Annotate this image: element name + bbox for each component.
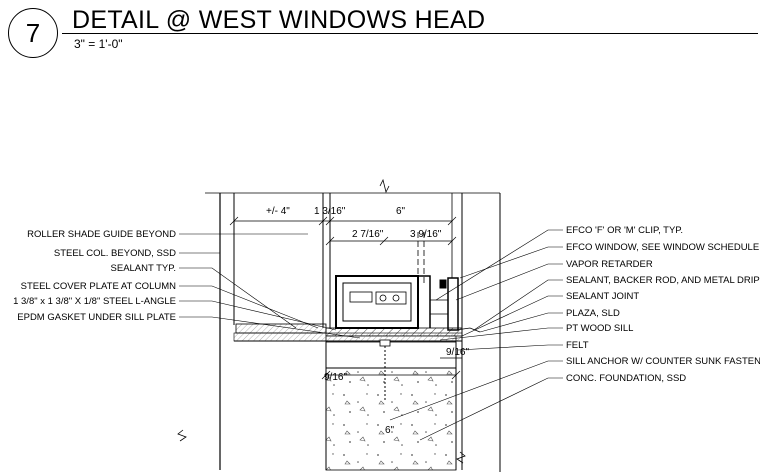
title-rule	[62, 33, 758, 34]
callout-right: VAPOR RETARDER	[566, 259, 653, 270]
callout-right: SEALANT JOINT	[566, 291, 639, 302]
dimension-lines	[229, 216, 462, 380]
left-leaders	[179, 233, 361, 339]
callout-left: 1 3/8" x 1 3/8" X 1/8" STEEL L-ANGLE	[13, 296, 176, 307]
detail-number: 7	[25, 17, 41, 48]
concrete-foundation	[325, 342, 457, 471]
callout-right: FELT	[566, 340, 589, 351]
callout-left: EPDM GASKET UNDER SILL PLATE	[17, 312, 176, 323]
dimension-label: 6"	[385, 425, 395, 436]
callout-left: SEALANT TYP.	[111, 263, 176, 274]
callout-left: STEEL COL. BEYOND, SSD	[54, 248, 176, 259]
dimension-label: 2 7/16"	[352, 229, 384, 240]
callout-left: STEEL COVER PLATE AT COLUMN	[21, 281, 177, 292]
detail-scale: 3" = 1'-0"	[74, 37, 123, 51]
sill-assembly	[233, 323, 481, 400]
callout-right: EFCO WINDOW, SEE WINDOW SCHEDULE	[566, 242, 759, 253]
callout-right: SILL ANCHOR W/ COUNTER SUNK FASTENERS, S…	[566, 356, 760, 367]
dimension-label: 9/16"	[324, 372, 347, 383]
dimension-label: 3 9/16"	[410, 229, 442, 240]
structure-lines	[177, 178, 501, 472]
left-callouts: ROLLER SHADE GUIDE BEYOND STEEL COL. BEY…	[13, 229, 176, 323]
callout-right: SEALANT, BACKER ROD, AND METAL DRIP EDGE	[566, 275, 760, 286]
callout-left: ROLLER SHADE GUIDE BEYOND	[27, 229, 176, 240]
right-callouts: EFCO 'F' OR 'M' CLIP, TYP. EFCO WINDOW, …	[566, 225, 760, 384]
right-leaders	[389, 229, 563, 441]
dimension-label: +/- 4"	[266, 206, 290, 217]
dimension-label: 1 3/16"	[314, 206, 346, 217]
callout-right: PT WOOD SILL	[566, 323, 633, 334]
dimension-label: 6"	[396, 206, 406, 217]
window-frame	[335, 275, 459, 331]
detail-title: DETAIL @ WEST WINDOWS HEAD	[72, 6, 486, 34]
callout-right: EFCO 'F' OR 'M' CLIP, TYP.	[566, 225, 683, 236]
detail-number-bubble: 7	[8, 8, 58, 58]
dimension-labels: +/- 4" 1 3/16" 6" 2 7/16" 3 9/16" 9/16" …	[266, 206, 469, 436]
callout-right: CONC. FOUNDATION, SSD	[566, 373, 686, 384]
dimension-label: 9/16"	[446, 347, 469, 358]
callout-right: PLAZA, SLD	[566, 308, 620, 319]
